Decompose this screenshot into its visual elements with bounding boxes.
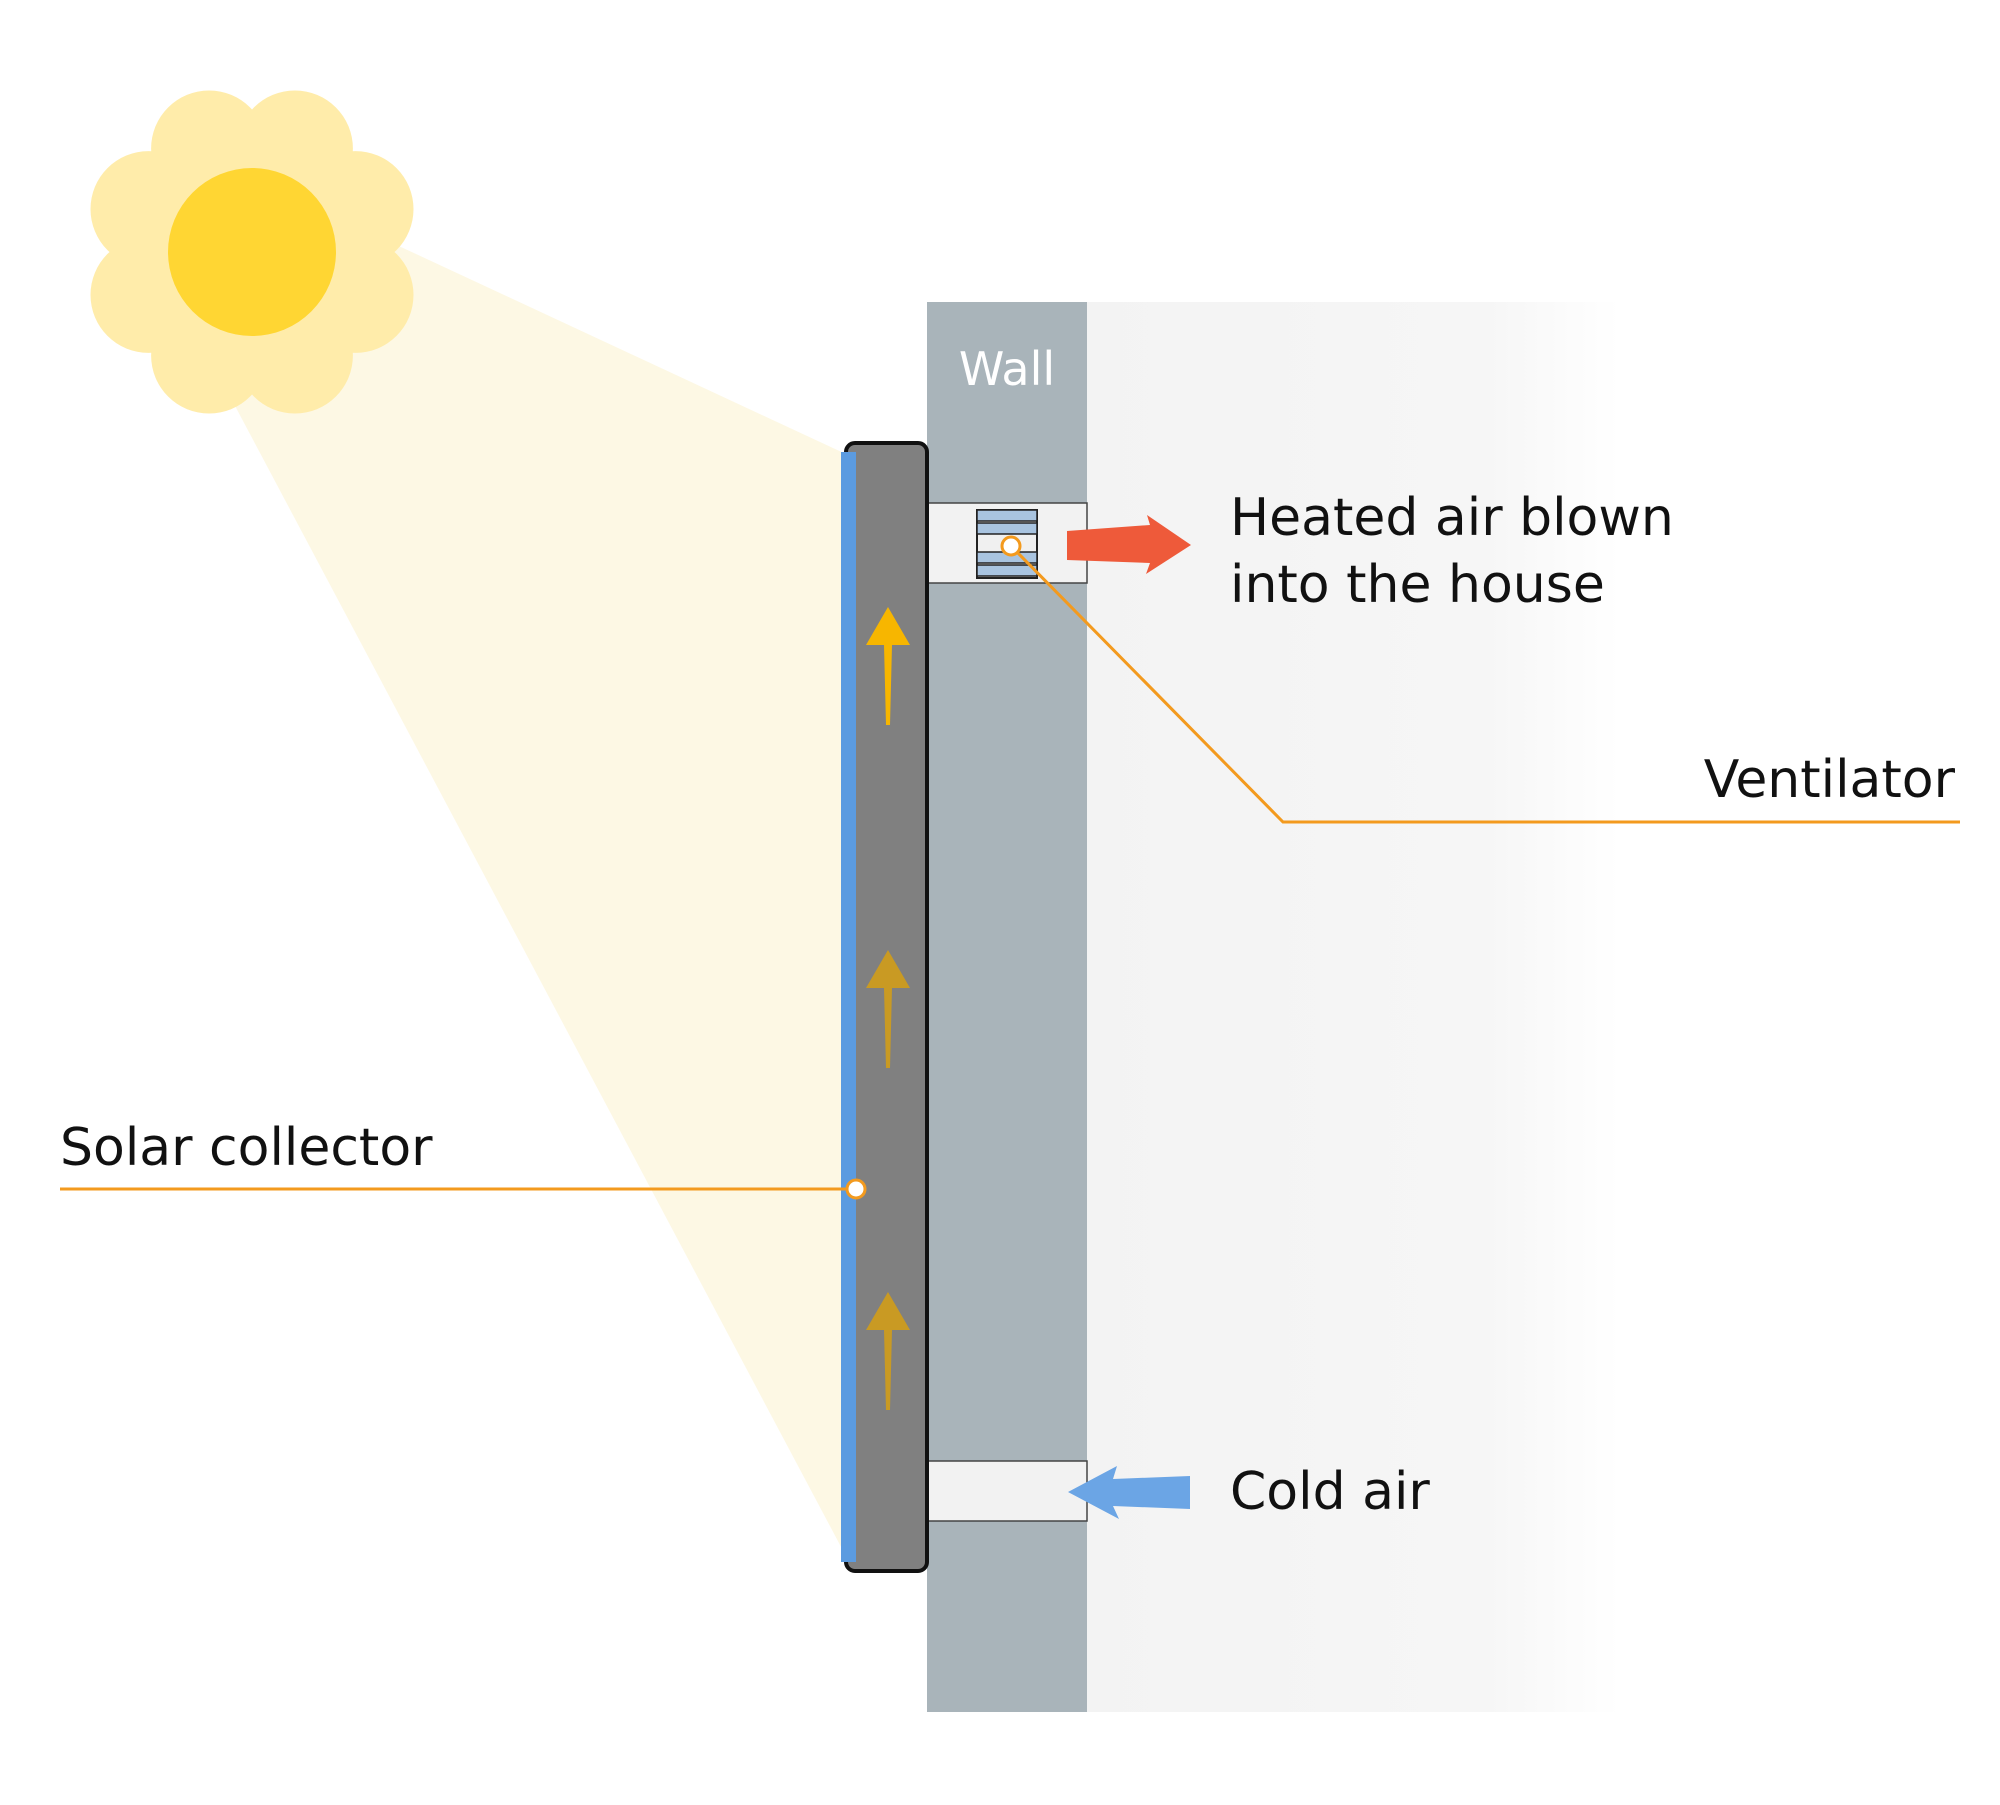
solar-collector-label: Solar collector bbox=[60, 1118, 433, 1178]
solar-collector-glazing bbox=[841, 452, 856, 1562]
arrow-right-icon bbox=[1067, 515, 1191, 574]
sunlight-beam bbox=[200, 200, 848, 1560]
heated-air-label-line1: Heated air blown bbox=[1230, 488, 1674, 548]
arrow-up-icon bbox=[866, 1292, 910, 1410]
ventilator-label: Ventilator bbox=[1704, 750, 1956, 810]
ventilator-leader-dot bbox=[1000, 535, 1022, 557]
arrow-up-icon bbox=[866, 950, 910, 1068]
solar-collector-leader-dot bbox=[845, 1178, 867, 1200]
cold-air-label: Cold air bbox=[1230, 1462, 1430, 1522]
arrow-left-icon bbox=[1068, 1466, 1190, 1519]
sun-icon bbox=[90, 90, 414, 414]
lower-duct bbox=[926, 1460, 1088, 1522]
heated-air-label-line2: into the house bbox=[1230, 555, 1605, 615]
wall-label: Wall bbox=[959, 342, 1055, 396]
fan-icon bbox=[976, 509, 1038, 579]
ventilator-leader-line bbox=[1009, 544, 1960, 824]
arrow-up-icon bbox=[866, 607, 910, 725]
